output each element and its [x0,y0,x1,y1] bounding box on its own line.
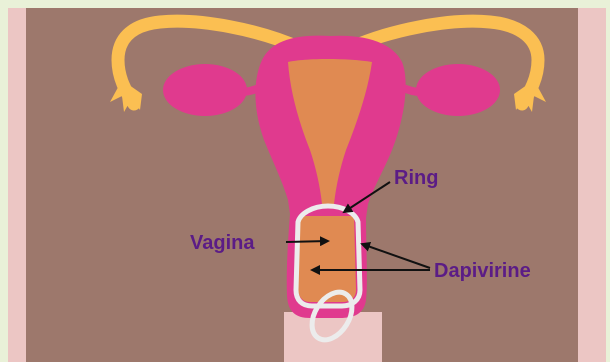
label-vagina: Vagina [190,232,255,254]
vaginal-canal [298,216,356,302]
ovary-left [163,64,247,116]
vagina-arrow [286,241,328,242]
ovary-right [416,64,500,116]
skin-strip-right [578,8,606,362]
label-ring: Ring [394,167,438,189]
label-dapivirine: Dapivirine [434,260,531,282]
